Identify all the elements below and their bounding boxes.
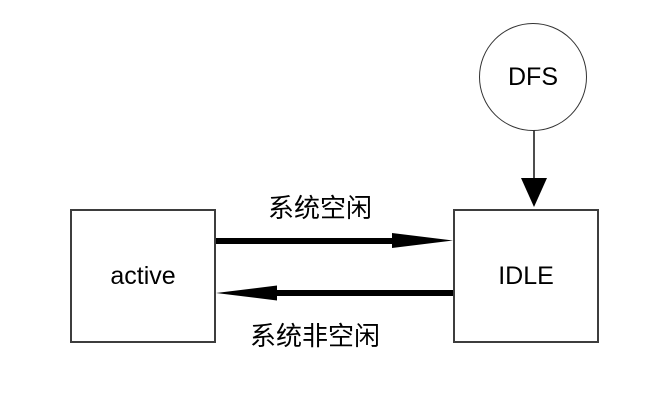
idle-node-label: IDLE bbox=[498, 261, 554, 290]
edge-label-system-idle: 系统空闲 bbox=[267, 193, 372, 223]
idle-to-active-arrow-shaft bbox=[272, 290, 453, 296]
dfs-node-label: DFS bbox=[508, 62, 558, 91]
idle-node: IDLE bbox=[453, 209, 599, 343]
active-to-idle-arrow-shaft bbox=[216, 238, 396, 244]
idle-to-active-arrowhead-icon bbox=[216, 285, 277, 301]
edge-label-system-not-idle: 系统非空闲 bbox=[249, 321, 380, 351]
active-node: active bbox=[70, 209, 216, 343]
active-node-label: active bbox=[110, 261, 176, 290]
dfs-to-idle-arrowhead-icon bbox=[521, 178, 547, 207]
dfs-node: DFS bbox=[479, 23, 587, 131]
active-to-idle-arrowhead-icon bbox=[392, 233, 453, 248]
